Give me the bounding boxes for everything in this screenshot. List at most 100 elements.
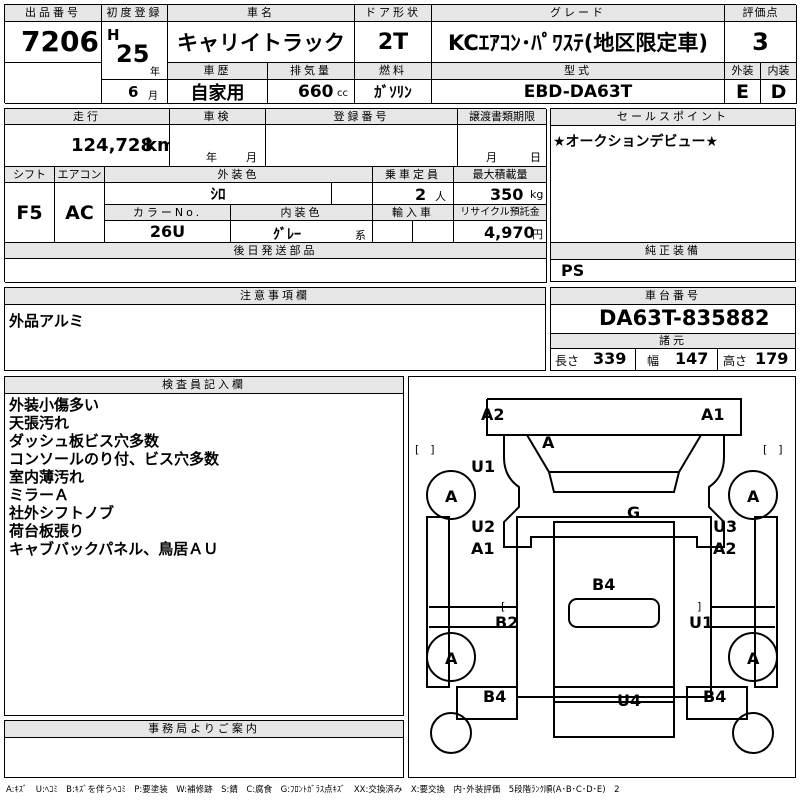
spec-block: 走行 124,728 km 車検 年 月 登録番号 譲渡書類期限 月 日 シフト… <box>4 108 547 283</box>
shift: F5 <box>5 183 55 243</box>
left-rear-shape <box>456 686 518 720</box>
legend: A:ｷｽﾞ U:ﾍｺﾐ B:ｷｽﾞを伴うﾍｺﾐ P:要塗装 W:補修跡 S:錆 … <box>6 785 620 795</box>
int-color-cell: ｸﾞﾚｰ 系 <box>231 221 373 243</box>
load: 350 <box>490 185 524 204</box>
mark-right-rear: B4 <box>703 687 727 706</box>
mark-right-side-lower: A2 <box>713 539 737 558</box>
first-reg-label: 初度登録 <box>102 5 168 22</box>
model-label: 型式 <box>432 63 725 80</box>
chassis: DA63T-835882 <box>599 306 770 330</box>
history-label: 車歴 <box>168 63 268 80</box>
interior-grade: D <box>761 80 797 104</box>
dims-divider-2 <box>717 348 718 370</box>
mark-rear-gate: U4 <box>617 691 642 710</box>
note-line: 外装小傷多い <box>9 396 100 414</box>
car-name: キャリイトラック <box>168 22 355 63</box>
grade: KCｴｱｺﾝ･ﾊﾟﾜｽﾃ(地区限定車) <box>432 22 725 63</box>
mark-bed-floor: B4 <box>592 575 616 594</box>
era: H <box>107 26 120 44</box>
height-label: 高さ <box>723 354 748 368</box>
mileage-label: 走行 <box>5 109 170 125</box>
recycle-label: リサイクル預託金 <box>454 205 547 221</box>
import-label: 輸入車 <box>373 205 454 221</box>
shift-label: シフト <box>5 167 55 183</box>
sales-point: ★オークションデビュー★ <box>553 134 719 150</box>
capacity-label: 乗車定員 <box>373 167 454 183</box>
mileage-cell: 124,728 km <box>5 125 170 167</box>
bed-floor-shape <box>553 521 675 703</box>
reg-no-cell <box>266 125 458 167</box>
length: 339 <box>593 349 627 368</box>
capacity: 2 <box>415 185 427 204</box>
lot-no: 7206 <box>5 22 102 63</box>
model: EBD-DA63T <box>432 80 725 104</box>
office-block: 事務局よりご案内 <box>4 720 404 778</box>
note-line: キャブバックパネル、鳥居ＡＵ <box>9 540 219 558</box>
door: 2T <box>355 22 432 63</box>
chassis-block: 車台番号 DA63T-835882 諸元 長さ 339 幅 147 高さ 179 <box>550 287 796 371</box>
load-cell: 350 kg <box>454 183 547 205</box>
mark-right-side-upper: U3 <box>713 517 738 536</box>
later-parts-label: 後日発送部品 <box>5 243 547 259</box>
inspector-notes: 外装小傷多い 天張汚れ ダッシュ板ビス穴多数 コンソールのり付、ビス穴多数 室内… <box>9 396 219 558</box>
mark-left-side-lower: A1 <box>471 539 495 558</box>
right-rear-shape <box>686 686 748 720</box>
rear-window-shape <box>568 598 660 628</box>
mark-left-rear-tire: A <box>445 649 458 668</box>
mark-windshield: A <box>542 433 555 452</box>
int-color-suffix: 系 <box>355 229 366 242</box>
color: ｼﾛ <box>105 183 332 205</box>
cab-roof-shape <box>548 471 680 493</box>
color-no: 26U <box>105 221 231 243</box>
right-spare-wheel <box>732 712 774 754</box>
lot-no-value: 7206 <box>21 25 99 58</box>
note-line: ミラーＡ <box>9 486 70 504</box>
length-label: 長さ <box>555 354 580 368</box>
score-label: 評価点 <box>725 5 797 22</box>
exterior-grade: E <box>725 80 761 104</box>
ac: AC <box>55 183 105 243</box>
bed-shape <box>516 516 712 698</box>
ac-label: エアコン <box>55 167 105 183</box>
right-bracket-mark: [ ] <box>763 443 783 456</box>
height: 179 <box>755 349 789 368</box>
left-bracket-mark: [ ] <box>415 443 435 456</box>
recycle-unit: 円 <box>532 228 543 241</box>
inspection-cell: 年 月 <box>170 125 266 167</box>
fuel: ｶﾞｿﾘﾝ <box>355 80 432 104</box>
color-label: 外装色 <box>105 167 373 183</box>
door-label: ドア形状 <box>355 5 432 22</box>
dims-divider-1 <box>635 348 636 370</box>
recycle-cell: 4,970 円 <box>454 221 547 243</box>
mark-left-rear-sill: B2 <box>495 613 519 632</box>
transfer-month-unit: 月 <box>486 151 497 164</box>
right-side-frame <box>754 516 778 688</box>
recycle: 4,970 <box>484 223 535 242</box>
color-no-label: カラーNo. <box>105 205 231 221</box>
transfer-cell: 月 日 <box>458 125 547 167</box>
rear-gate-shape <box>553 686 675 738</box>
reg-year-unit: 年 <box>150 67 160 78</box>
reg-month: 6 <box>128 83 139 101</box>
left-front-wheel <box>426 470 476 520</box>
capacity-unit: 人 <box>435 190 446 203</box>
lot-no-label: 出品番号 <box>5 5 102 22</box>
mileage: 124,728 <box>71 135 153 156</box>
inspector-label: 検査員記入欄 <box>5 377 403 394</box>
truck-diagram: [ ] [ ] [ ] <box>415 398 783 754</box>
mark-right-front-tire: A <box>747 487 760 506</box>
displacement-label: 排気量 <box>268 63 355 80</box>
int-color: ｸﾞﾚｰ <box>273 227 301 243</box>
score: 3 <box>725 22 797 63</box>
note-line: 荷台板張り <box>9 522 85 540</box>
grade-label: グレード <box>432 5 725 22</box>
equipment: PS <box>561 261 585 280</box>
mark-front-left: A2 <box>481 405 505 424</box>
mark-right-rear-tire: A <box>747 649 760 668</box>
mark-left-side-upper: U2 <box>471 517 496 536</box>
office-label: 事務局よりご案内 <box>5 721 403 738</box>
note-line: 社外シフトノブ <box>9 504 115 522</box>
mark-left-front-tire: A <box>445 487 458 506</box>
mark-left-rear: B4 <box>483 687 507 706</box>
cab-shape <box>503 434 725 548</box>
